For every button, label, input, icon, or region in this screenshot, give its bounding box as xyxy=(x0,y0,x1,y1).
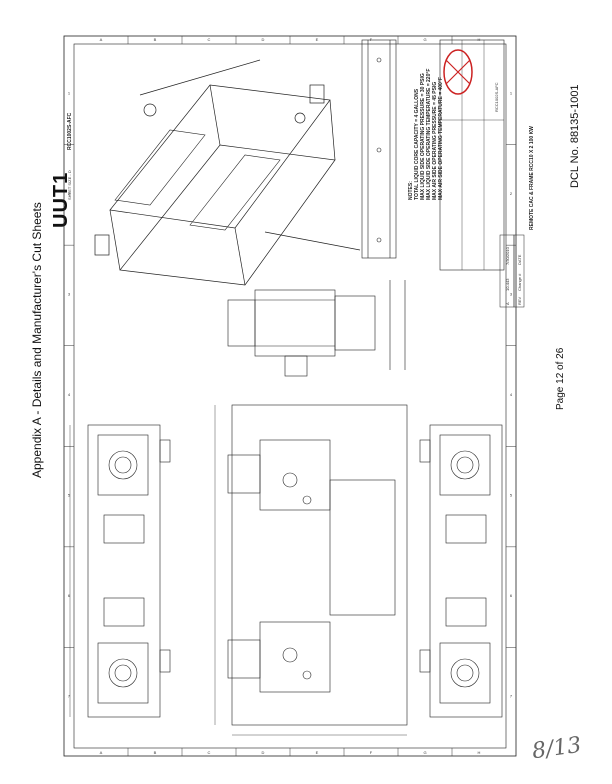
date-header: DATE xyxy=(517,254,522,265)
border-letter: F xyxy=(370,750,373,755)
isometric-frame-view xyxy=(94,59,361,286)
border-letter: D xyxy=(262,37,265,42)
rev-date: 7/30/2010 xyxy=(505,246,510,265)
border-number: 4 xyxy=(68,392,71,397)
border-number: 1 xyxy=(510,90,513,95)
border-number: 6 xyxy=(510,593,513,598)
note-line: NOTES: xyxy=(408,181,414,200)
border-number: 7 xyxy=(510,694,513,699)
border-number: 6 xyxy=(68,593,71,598)
note-line: MAX LIQUID SIDE OPERATING TEMPERATURE = … xyxy=(426,69,432,200)
manufacturer-logo xyxy=(443,49,473,95)
border-number: 3 xyxy=(68,291,71,296)
border-number: 5 xyxy=(510,493,513,498)
left-end-view xyxy=(69,424,171,718)
note-line: TOTAL LIQUID CORE CAPACITY = 4 GALLONS xyxy=(414,88,420,200)
border-letter: D xyxy=(262,750,265,755)
border-letter: A xyxy=(100,750,103,755)
border-number: 5 xyxy=(68,493,71,498)
border-letter: B xyxy=(154,750,157,755)
border-letter: H xyxy=(478,750,481,755)
rev-letter: A xyxy=(505,302,510,305)
title-block: REMOTE CAC & FRAME RCC10 X 2 100 KW RCC1… xyxy=(439,39,535,271)
revision-block: A 10-443 7/30/2010 REV Change # DATE xyxy=(499,234,525,308)
side-elevation-view xyxy=(227,280,406,377)
border-number: 1 xyxy=(68,90,71,95)
center-plan-view xyxy=(214,404,408,736)
border-letter: C xyxy=(208,750,211,755)
border-number: 3 xyxy=(510,291,513,296)
border-letter: G xyxy=(423,37,426,42)
border-letter: B xyxy=(154,37,157,42)
border-number: 4 xyxy=(510,392,513,397)
rev-change-number: 10-443 xyxy=(505,278,510,291)
border-number: 2 xyxy=(510,191,513,196)
border-letter: A xyxy=(100,37,103,42)
notes-block: NOTES: TOTAL LIQUID CORE CAPACITY = 4 GA… xyxy=(408,69,444,200)
border-ticks xyxy=(64,36,516,756)
mounting-bracket-view xyxy=(361,39,397,259)
rev-header: REV xyxy=(517,296,522,305)
border-letter: C xyxy=(208,37,211,42)
border-number: 7 xyxy=(68,694,71,699)
change-header: Change # xyxy=(517,273,522,291)
sheet-size: SHEET SIZE - D xyxy=(67,170,72,200)
right-end-view xyxy=(419,424,503,718)
border-letter: E xyxy=(316,750,319,755)
border-letter: H xyxy=(478,37,481,42)
border-letter: F xyxy=(370,37,373,42)
note-line: MAX AIR SIDE OPERATING PRESSURE = 45 PSI… xyxy=(432,82,438,200)
note-line: MAX LIQUID SIDE OPERATING PRESSURE = 30 … xyxy=(420,73,426,200)
drawing-part-number: RCC1002S-AFC xyxy=(67,112,73,150)
part-number-cell: RCC1002S-AFC xyxy=(494,82,499,112)
border-number: 2 xyxy=(68,191,71,196)
border-letter: G xyxy=(423,750,426,755)
drawing-title: REMOTE CAC & FRAME RCC10 X 2 100 KW xyxy=(529,126,535,230)
note-line: MAX AIR SIDE OPERATING TEMPERATURE = 400… xyxy=(438,77,444,200)
border-letter: E xyxy=(316,37,319,42)
